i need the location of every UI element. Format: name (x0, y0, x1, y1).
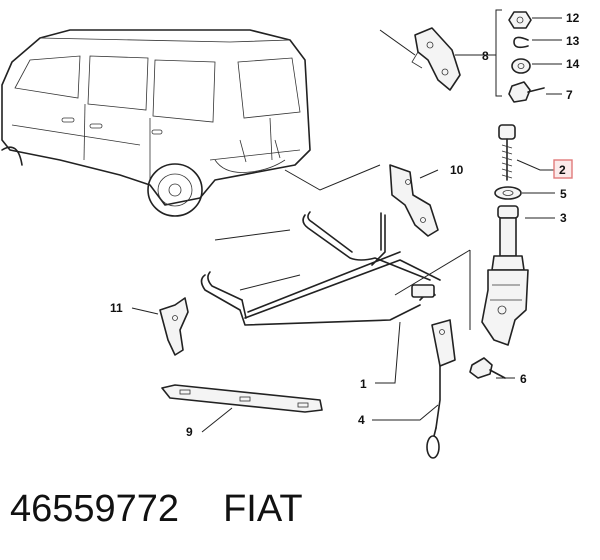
callout-6: 6 (520, 372, 527, 386)
callout-13: 13 (566, 34, 580, 48)
callout-7: 7 (566, 88, 573, 102)
callout-12: 12 (566, 11, 580, 25)
part-7-bolt (508, 81, 562, 103)
part-8-bracket (411, 27, 480, 91)
brand-name: FIAT (223, 488, 303, 530)
callout-1: 1 (360, 377, 367, 391)
callout-11: 11 (110, 301, 123, 315)
part-3-hoist (481, 205, 555, 346)
callout-2: 2 (559, 163, 566, 177)
part-5-washer (494, 186, 555, 200)
callout-2-highlight (553, 159, 573, 179)
van-illustration (1, 29, 311, 217)
callout-4: 4 (358, 413, 365, 427)
part-4-cable (372, 319, 456, 459)
callout-10: 10 (450, 163, 464, 177)
part-2-screw (498, 124, 555, 181)
callout-8: 8 (482, 49, 489, 63)
part-14-washer (511, 58, 562, 74)
footer-caption: 46559772 FIAT (10, 488, 303, 531)
part-6-bolt (469, 357, 515, 379)
callout-5: 5 (560, 187, 567, 201)
part-13-clip (513, 36, 562, 49)
part-12-nut (508, 11, 562, 29)
part-number: 46559772 (10, 488, 180, 530)
part-10-bracket (389, 164, 439, 237)
part-1-carrier-frame (200, 211, 441, 326)
callout-9: 9 (186, 425, 193, 439)
part-11-bracket (131, 297, 189, 356)
part-9-strap (161, 384, 323, 433)
callout-14: 14 (566, 57, 580, 71)
callout-3: 3 (560, 211, 567, 225)
